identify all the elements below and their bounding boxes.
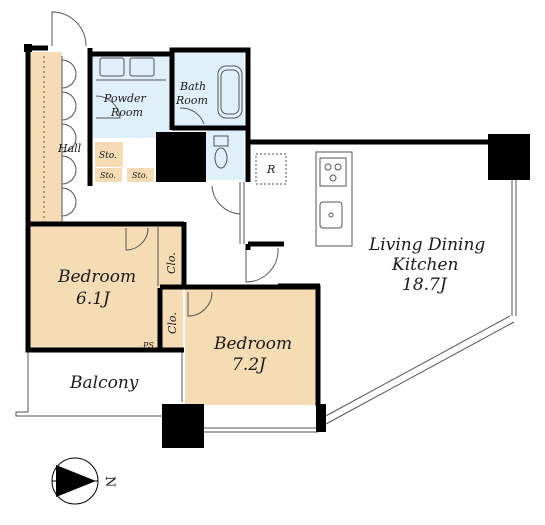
closet-1-floor (158, 227, 182, 286)
columns (24, 44, 530, 448)
bedroom-2-floor (185, 288, 318, 405)
bath-room-label-2: Room (175, 94, 208, 107)
burner-icon (334, 163, 342, 171)
washbasin-1-icon (99, 57, 125, 77)
column-bottom (162, 404, 204, 448)
storage-small-2-label: Sto. (132, 171, 148, 180)
walls (25, 45, 492, 406)
balcony-outline (15, 352, 162, 417)
bedroom-2-door-icon (187, 291, 213, 317)
pipe-space-label: PS (142, 341, 154, 350)
labels: Hall Powder Room Bath Room Sto. Sto. Sto… (57, 80, 485, 393)
storage-main-label: Sto. (99, 151, 117, 161)
hall-floor (28, 52, 62, 222)
bedroom-1-floor (28, 225, 183, 348)
wall-outer-left (25, 48, 152, 353)
balcony-label: Balcony (69, 373, 139, 393)
column-ldk-corner (316, 404, 326, 432)
burner-icon (329, 174, 337, 182)
refrigerator-label: R (266, 163, 275, 176)
drain-icon (328, 212, 334, 218)
toilet-floor (206, 128, 244, 180)
bedroom-1-label-2: 6.1J (76, 289, 111, 309)
ldk-label-3: 18.7J (402, 275, 448, 295)
bedroom-1-door-icon (125, 227, 149, 251)
closet-2-floor (161, 290, 183, 346)
storage-small-2-floor (127, 168, 154, 182)
compass-label: N (102, 476, 117, 487)
entrance-door-icon (51, 11, 87, 47)
column-shaft (156, 132, 206, 182)
ldk-door-icon (245, 247, 279, 283)
hall-door-icon (211, 185, 241, 215)
kitchen-counter (315, 151, 353, 247)
storage-small-1-floor (95, 168, 122, 182)
closet-1-label: Clo. (165, 252, 178, 274)
hall-closet-doors (61, 59, 77, 217)
powder-room-label-1: Powder (103, 92, 147, 105)
bedroom-2-label-1: Bedroom (213, 334, 292, 354)
burner-icon (324, 163, 332, 171)
bathtub-inner-icon (220, 69, 240, 115)
bedroom-2-label-2: 7.2J (232, 355, 267, 375)
hall-label: Hall (57, 142, 82, 155)
bath-door-icon (179, 107, 205, 125)
refrigerator-box (255, 153, 287, 185)
stove-icon (319, 157, 347, 187)
closet-2-label: Clo. (166, 312, 179, 334)
ldk-label-2: Kitchen (391, 255, 458, 275)
powder-room-floor (92, 52, 170, 138)
toilet-bowl-icon (214, 147, 228, 169)
washbasin-2-icon (129, 57, 155, 77)
storage-main-floor (95, 142, 123, 167)
floor-fills (28, 52, 318, 405)
ldk-label-1: Living Dining (368, 235, 485, 255)
storage-small-1-label: Sto. (100, 171, 116, 180)
bath-room-floor (172, 52, 244, 128)
bedroom-1-label-1: Bedroom (57, 267, 136, 287)
powder-door-icon (95, 95, 121, 119)
powder-room-label-2: Room (110, 106, 143, 119)
compass: N (51, 457, 117, 505)
kitchen-sink-icon (319, 201, 343, 229)
bathtub-icon (217, 65, 243, 119)
column-small (24, 44, 32, 52)
column-top-right (488, 134, 530, 180)
ldk-window-line (321, 315, 511, 419)
toilet-tank-icon (213, 135, 229, 147)
ldk-window-line (325, 321, 515, 425)
bath-room-label-1: Bath (179, 80, 206, 93)
